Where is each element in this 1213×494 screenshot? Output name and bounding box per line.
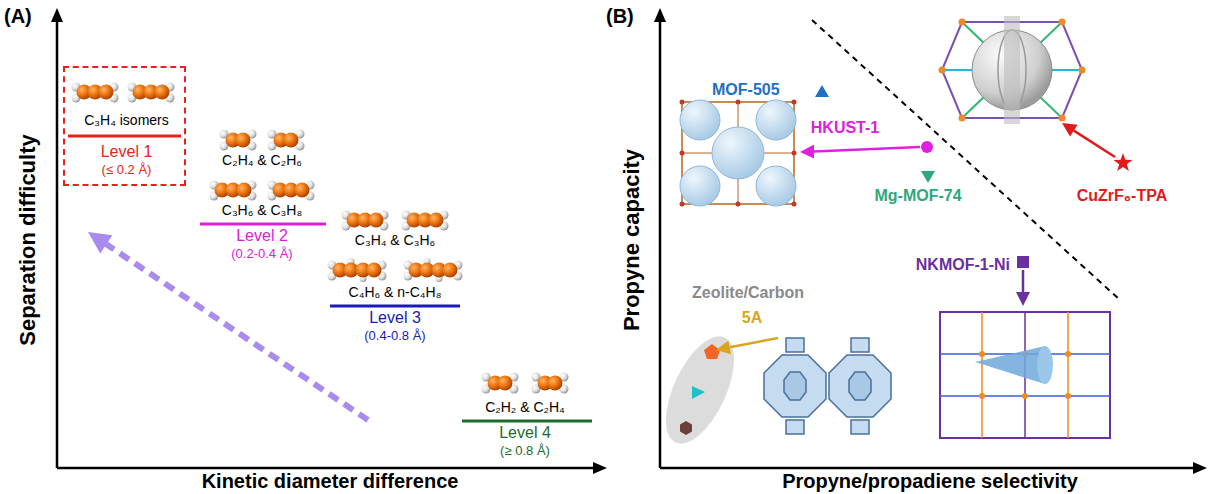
level-label: Level 4 xyxy=(499,424,551,442)
pointer-arrow xyxy=(1022,270,1025,292)
pointer-arrow xyxy=(730,338,778,347)
material-label: CuZrF₆-TPA xyxy=(1077,187,1168,205)
pointer-arrow xyxy=(814,147,920,152)
data-marker xyxy=(680,421,692,435)
range-label: (≥ 0.8 Å) xyxy=(500,444,550,459)
data-marker xyxy=(1114,153,1133,171)
zeolite-5a-structure xyxy=(764,338,891,434)
molecule-pair-label: C₂H₂ & C₂H₄ xyxy=(485,399,565,415)
range-label: (0.2-0.4 Å) xyxy=(231,247,292,262)
axes-b xyxy=(660,20,1197,468)
pointer-arrowhead xyxy=(800,145,814,159)
level-label: Level 2 xyxy=(236,227,288,245)
axis-title: Separation difficulty xyxy=(15,134,40,345)
data-marker xyxy=(921,141,933,153)
molecule-pair-label: C₂H₄ & C₂H₆ xyxy=(222,152,302,168)
material-label: 5A xyxy=(742,309,762,327)
panel-letter: (B) xyxy=(606,5,634,28)
material-label: Mg-MOF-74 xyxy=(874,187,961,205)
molecule-pair-label: C₃H₆ & C₃H₈ xyxy=(222,202,302,218)
molecule-pair-label: C₃H₄ isomers xyxy=(84,112,169,128)
panel-letter: (A) xyxy=(4,5,32,28)
data-marker xyxy=(692,386,705,399)
trend-arrow xyxy=(106,244,368,420)
level-box: C₃H₄ isomersLevel 1 (≤ 0.2 Å) xyxy=(63,66,186,186)
data-marker xyxy=(815,85,829,97)
data-marker xyxy=(704,344,720,359)
pointer-arrowhead xyxy=(1016,292,1030,306)
axis-arrowhead xyxy=(593,462,607,474)
axes-a xyxy=(57,20,597,468)
pointer-arrowhead xyxy=(1062,123,1078,137)
axis-title: Kinetic diameter difference xyxy=(202,470,459,493)
hkust-structure xyxy=(680,100,797,207)
axis-title: Propyne capacity xyxy=(619,149,644,331)
range-label: (≤ 0.2 Å) xyxy=(102,163,152,178)
level-bar xyxy=(68,135,181,138)
data-marker xyxy=(1017,256,1029,268)
molecule-models xyxy=(72,83,569,394)
range-label: (0.4-0.8 Å) xyxy=(364,329,425,344)
level-bar xyxy=(462,420,592,423)
level-bar xyxy=(330,305,460,308)
level-label: Level 1 xyxy=(101,143,153,161)
data-marker xyxy=(921,171,935,183)
nkmof-structure xyxy=(940,312,1110,438)
level-bar xyxy=(200,223,326,226)
level-label: Level 3 xyxy=(369,309,421,327)
axis-arrowhead xyxy=(654,8,666,22)
cuzrf6-structure xyxy=(939,16,1086,124)
material-label: Zeolite/Carbon xyxy=(692,284,804,302)
material-label: HKUST-1 xyxy=(811,119,879,137)
axis-arrowhead xyxy=(1193,462,1207,474)
axis-title: Propyne/propadiene selectivity xyxy=(782,470,1078,493)
pointer-arrowhead xyxy=(716,340,731,354)
molecule-pair-label: C₄H₆ & n-C₄H₈ xyxy=(349,284,442,300)
molecule-pair-label: C₃H₄ & C₃H₆ xyxy=(355,232,435,248)
tradeoff-line xyxy=(812,20,1120,300)
axis-arrowhead xyxy=(51,8,63,22)
material-label: MOF-505 xyxy=(712,81,780,99)
pointer-arrow xyxy=(1074,131,1115,157)
trend-arrowhead xyxy=(88,232,112,253)
material-label: NKMOF-1-Ni xyxy=(916,256,1010,274)
